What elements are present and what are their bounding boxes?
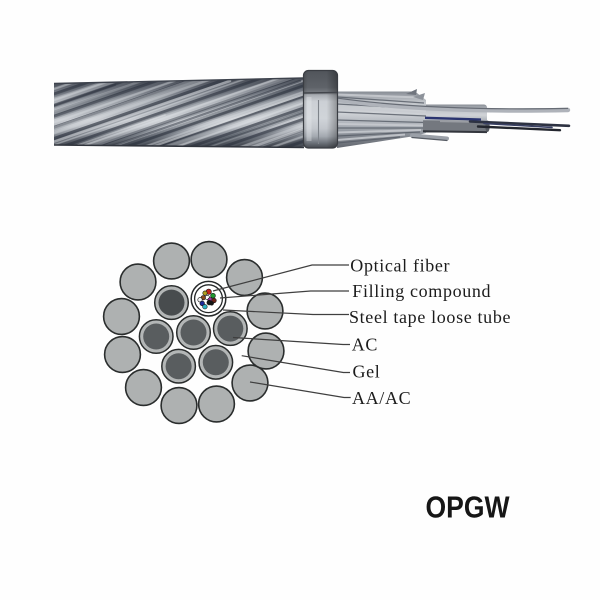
- svg-text:OPGW: OPGW: [426, 491, 510, 525]
- svg-text:Optical fiber: Optical fiber: [350, 255, 450, 275]
- svg-text:Steel tape loose tube: Steel tape loose tube: [349, 307, 511, 327]
- svg-text:Gel: Gel: [353, 361, 381, 381]
- svg-text:Filling compound: Filling compound: [352, 281, 491, 301]
- svg-text:AC: AC: [352, 334, 378, 354]
- svg-text:AA/AC: AA/AC: [352, 388, 411, 408]
